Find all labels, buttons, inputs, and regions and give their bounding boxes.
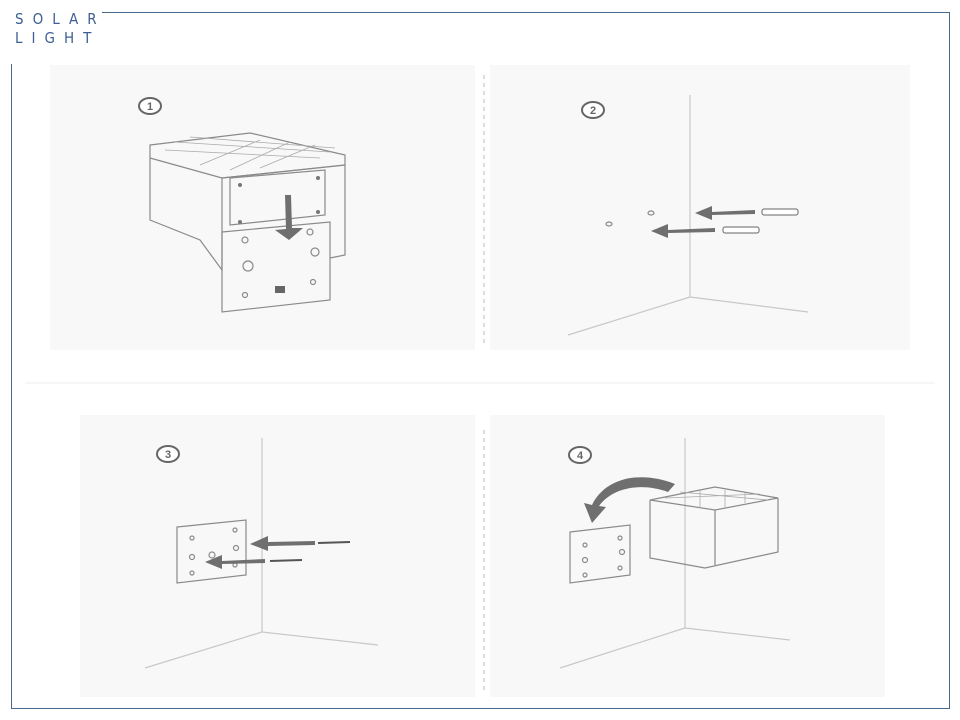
left-arrow-icon: [695, 206, 755, 220]
step-1-number: 1: [147, 101, 153, 113]
left-arrow-icon: [250, 536, 315, 551]
step-2-illustration: 2: [567, 95, 809, 336]
step-number-badge: [581, 101, 605, 119]
curved-arrow-icon: [584, 477, 675, 523]
step-number-badge: [156, 445, 180, 463]
left-arrow-icon: [205, 555, 265, 569]
step-number-badge: [568, 446, 592, 464]
page-frame: [11, 12, 950, 709]
step-4-illustration: 4: [559, 438, 791, 669]
step-2-number: 2: [590, 105, 596, 117]
wall-anchor: [761, 208, 799, 216]
panel-step-2-bg: [490, 65, 910, 350]
left-arrow-icon: [651, 224, 715, 238]
logo-line-1: SOLAR: [15, 10, 106, 28]
step-1-illustration: 1: [138, 97, 346, 313]
step-4-number: 4: [577, 450, 584, 462]
panel-step-4-bg: [490, 415, 885, 697]
step-3-illustration: 3: [144, 438, 379, 669]
step-3-number: 3: [165, 449, 171, 461]
wall-anchor: [722, 226, 760, 234]
panel-step-1-bg: [50, 65, 475, 350]
logo-line-2: LIGHT: [15, 29, 101, 47]
panel-step-3-bg: [80, 415, 475, 697]
solar-light-logo: SOLAR LIGHT: [15, 10, 106, 48]
down-arrow-icon: [275, 195, 303, 240]
step-number-badge: [138, 97, 162, 115]
